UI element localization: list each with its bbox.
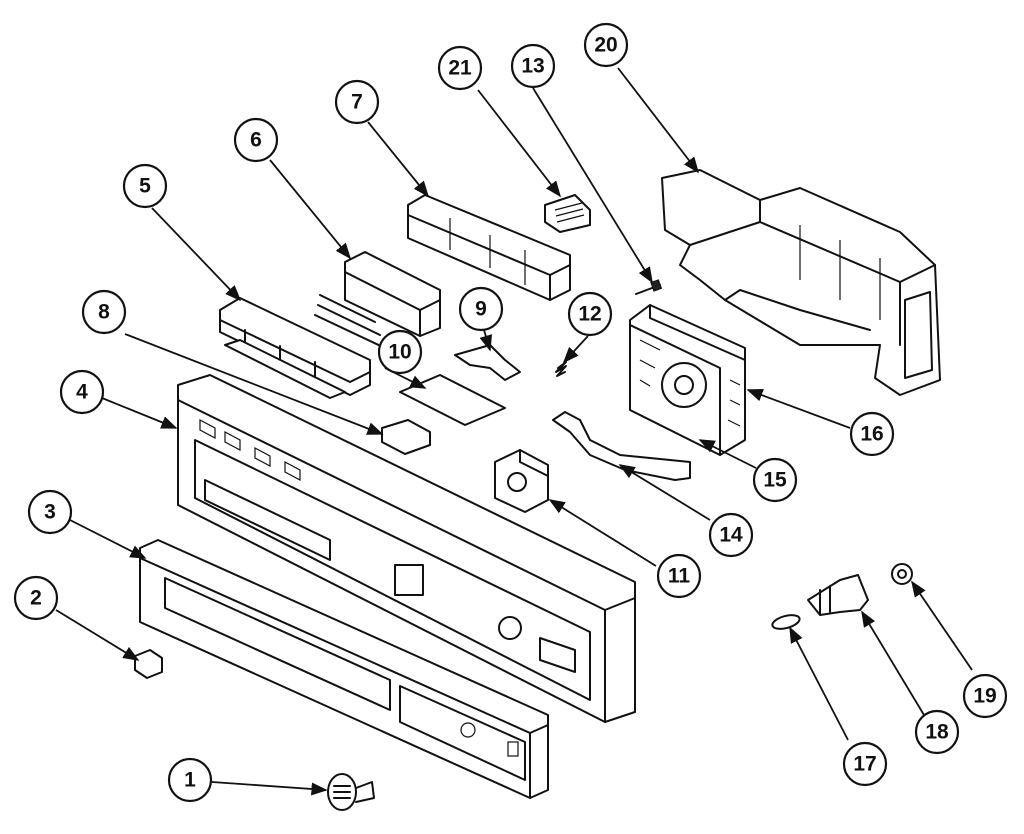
callout-21-label: 21 [448,57,472,80]
callout-7: 7 [334,79,380,125]
callout-16-label: 16 [860,423,883,446]
part-14-rotary-switch [494,449,549,513]
part-13-screw [635,279,663,295]
callout-15: 15 [752,457,798,503]
leader-21 [477,89,561,198]
callout-3-label: 3 [44,501,56,524]
part-3-console-panel [139,539,549,799]
leader-3 [69,519,147,559]
part-15-wire-bracket [552,411,691,481]
part-21-connector [544,194,591,233]
part-1-knob [327,773,375,811]
part-16-timer-unit [629,304,746,456]
callout-18: 18 [914,709,960,755]
callout-16: 16 [849,411,895,457]
callout-19-label: 19 [973,685,996,708]
part-12-spring [555,361,567,377]
leader-15 [698,439,757,469]
leader-12 [562,335,589,364]
leader-6 [269,159,352,260]
callout-12: 12 [567,291,613,337]
part-7-channel-bracket [407,194,571,301]
leader-19 [911,580,973,671]
callout-19: 19 [962,673,1008,719]
leader-4 [101,397,178,429]
leader-2 [55,609,140,661]
callout-6: 6 [233,117,279,163]
part-8-switch [381,419,431,455]
callout-9-label: 9 [475,298,487,321]
callout-6-label: 6 [250,129,262,152]
callout-labels: 1 2 3 4 5 6 7 8 9 10 11 12 13 14 15 16 1… [13,22,1008,803]
callout-13: 13 [510,43,556,89]
callout-8-label: 8 [98,301,110,324]
part-2-button [134,649,163,679]
part-9-clip [454,344,521,381]
callout-3: 3 [27,489,73,535]
callout-13-label: 13 [521,55,544,78]
leader-16 [746,389,851,429]
callout-1-label: 1 [184,769,196,792]
leader-13 [532,87,653,284]
callout-14: 14 [708,512,754,558]
leader-lines [55,67,973,796]
callout-11-label: 11 [668,565,691,588]
callout-7-label: 7 [351,91,363,114]
callout-18-label: 18 [925,721,949,744]
leader-7 [367,121,430,198]
leader-1 [211,781,328,796]
part-19-grommet [891,563,913,585]
leader-8 [124,333,384,435]
callout-12-label: 12 [578,303,601,326]
leader-5 [151,207,242,302]
callout-9: 9 [458,286,504,332]
leader-9 [479,329,493,352]
callout-17: 17 [842,741,888,787]
part-6-switch-comb [314,251,441,349]
callout-14-label: 14 [719,524,743,547]
part-20-rear-housing [661,169,941,396]
callout-10: 10 [377,329,423,375]
leader-14 [618,464,711,521]
callout-15-label: 15 [763,469,787,492]
callout-20: 20 [583,22,629,68]
callout-5: 5 [122,163,168,209]
callout-8: 8 [81,289,127,335]
callout-20-label: 20 [594,34,617,57]
leader-20 [617,67,699,174]
part-4-control-panel [177,374,636,723]
callout-21: 21 [437,45,483,91]
part-17-pin [771,614,801,630]
part-18-plug [807,574,869,616]
callout-2: 2 [13,575,59,621]
callout-4-label: 4 [76,381,88,404]
callout-1: 1 [167,757,213,803]
callout-17-label: 17 [853,753,876,776]
leader-17 [789,626,849,741]
callout-4: 4 [59,369,105,415]
callout-5-label: 5 [139,175,151,198]
callout-10-label: 10 [388,341,411,364]
leader-11 [548,499,657,567]
leader-18 [861,610,925,716]
callout-11: 11 [656,553,702,599]
part-5-switch-assembly [219,297,371,399]
callout-2-label: 2 [30,587,42,610]
